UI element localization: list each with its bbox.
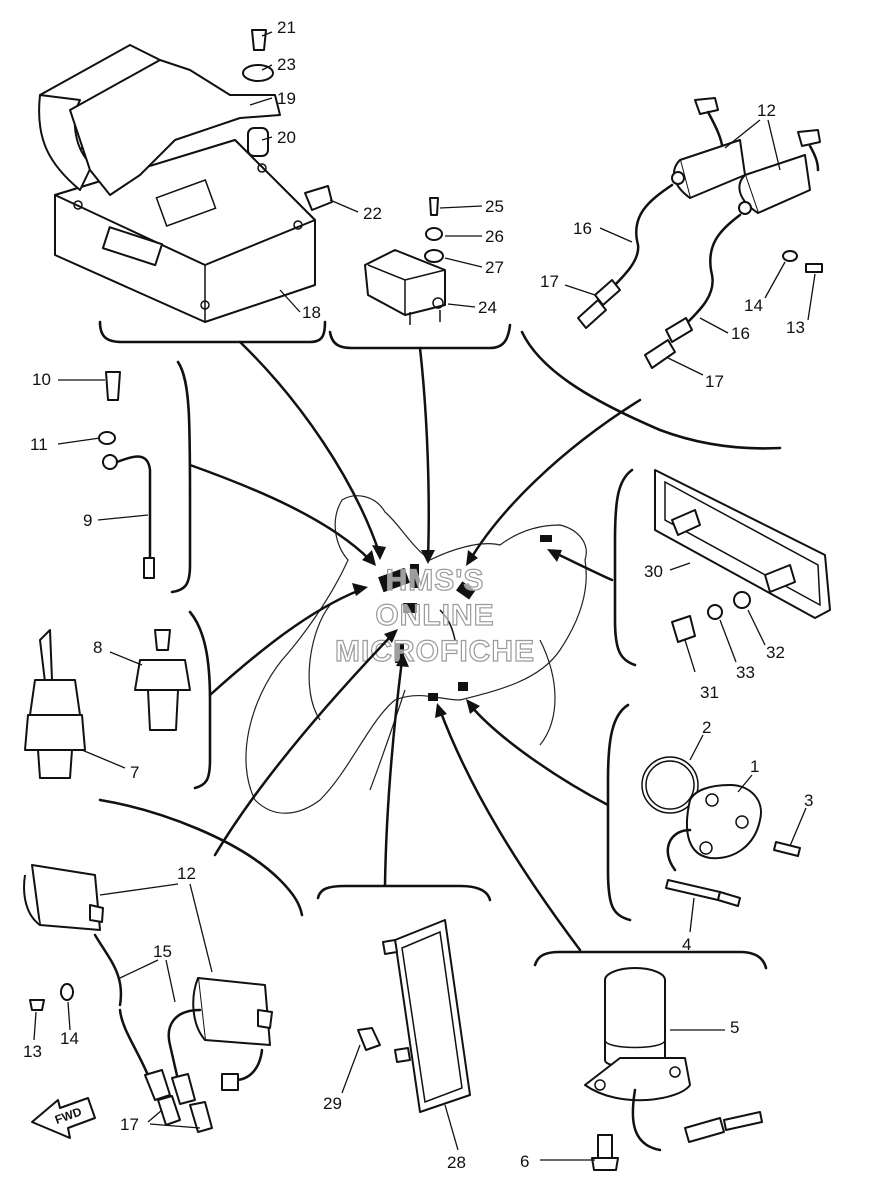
label-1: 1 [750,757,759,776]
label-10: 10 [32,370,51,389]
label-29: 29 [323,1094,342,1113]
label-31: 31 [700,683,719,702]
fuel-pump [584,967,763,1171]
label-17-right: 17 [705,372,724,391]
label-4: 4 [682,935,691,954]
forward-arrow: FWD [31,1097,96,1139]
switches [24,629,191,779]
label-9: 9 [83,511,92,530]
ignition-coils-top [577,97,823,369]
label-25: 25 [485,197,504,216]
speed-sensor [641,756,801,907]
label-11: 11 [30,435,48,454]
label-12-bottom: 12 [177,864,196,883]
label-19: 19 [277,89,296,108]
label-17-left: 17 [540,272,559,291]
watermark-line-2: ONLINE [375,599,494,632]
label-2: 2 [702,718,711,737]
label-8: 8 [93,638,102,657]
label-18: 18 [302,303,321,322]
label-3: 3 [804,791,813,810]
label-24: 24 [478,298,497,317]
sensor-unit [364,197,446,325]
label-14-left: 14 [60,1029,79,1048]
reflector [357,919,471,1113]
connector-lines [188,340,642,952]
leader-lines [33,31,816,1161]
watermark: HMS'S ONLINE MICROFICHE [334,563,535,668]
ecu-unit [38,29,333,323]
label-22: 22 [363,204,382,223]
label-12-top: 12 [757,101,776,120]
ground-lead [98,371,155,579]
label-32: 32 [766,643,785,662]
label-7: 7 [130,763,139,782]
watermark-line-1: HMS'S [386,564,485,597]
label-16-right: 16 [731,324,750,343]
label-27: 27 [485,258,504,277]
label-14-right: 14 [744,296,763,315]
label-5: 5 [730,1018,739,1037]
label-13-left: 13 [23,1042,42,1061]
watermark-line-3: MICROFICHE [335,635,535,668]
label-6: 6 [520,1152,529,1171]
label-15: 15 [153,942,172,961]
label-30: 30 [644,562,663,581]
frame-outline [245,495,587,814]
label-28: 28 [447,1153,466,1172]
label-26: 26 [485,227,504,246]
label-21: 21 [277,18,296,37]
label-17-bottom: 17 [120,1115,139,1134]
label-16-left: 16 [573,219,592,238]
ignition-coils-bottom [23,864,273,1133]
tail-light [654,469,831,643]
label-33: 33 [736,663,755,682]
label-13-right: 13 [786,318,805,337]
label-23: 23 [277,55,296,74]
label-20: 20 [277,128,296,147]
part-labels: 21 23 19 20 22 18 25 26 27 24 12 16 17 1… [23,18,813,1172]
